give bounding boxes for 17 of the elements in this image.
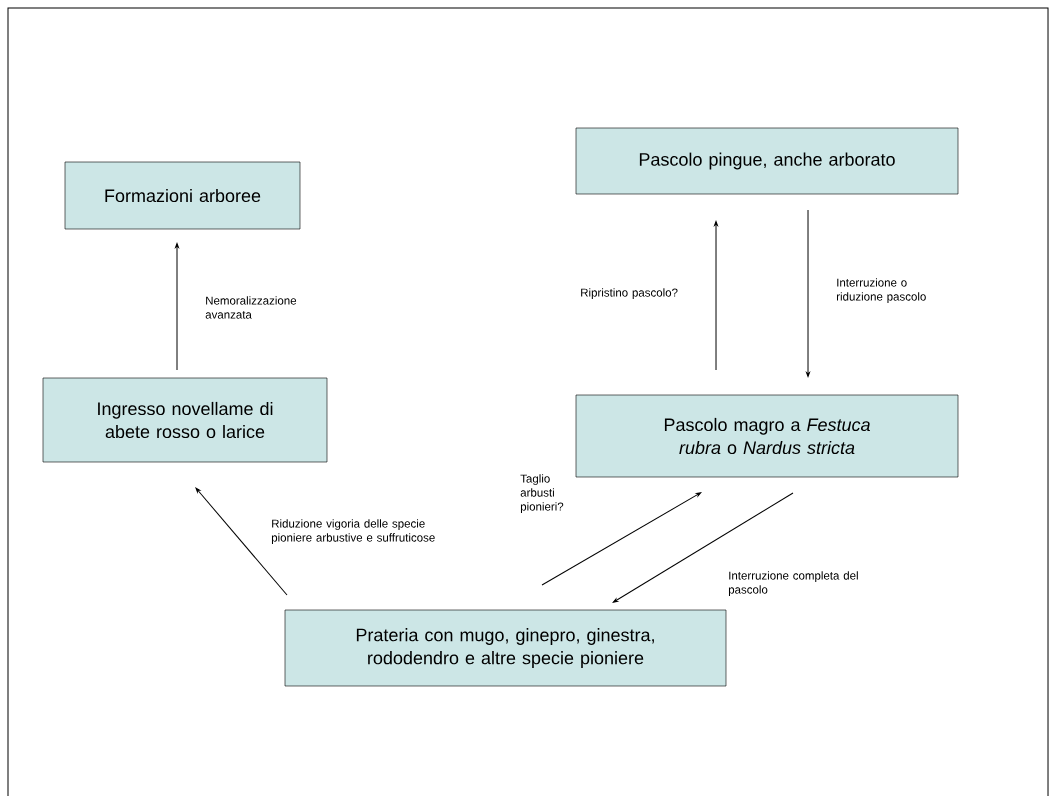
edge-label: Interruzione completa del pascolo: [728, 571, 858, 596]
arrow: [612, 492, 794, 603]
arrow: [195, 487, 288, 596]
process-box: Formazioni arboree: [64, 161, 301, 230]
edge-label: Interruzione o riduzione pascolo: [837, 278, 926, 303]
edge-label: Ripristino pascolo?: [581, 288, 678, 299]
edge-label: Taglio arbusti pionieri?: [520, 474, 564, 513]
edge-label: Nemoralizzazione avanzata: [205, 296, 297, 319]
edge-label: Riduzione vigoria delle specie pioniere arbustive e suffruticose: [271, 519, 435, 544]
process-box: Pascolo magro a Festuca rubra o Nardus stricta: [575, 394, 959, 478]
process-box: Pascolo pingue, anche arborato: [575, 127, 959, 195]
arrow: [175, 243, 179, 371]
arrow: [806, 209, 810, 377]
arrow: [541, 492, 702, 586]
process-box: Prateria con mugo, ginepro, ginestra, rododendro e altre specie pioniere: [284, 609, 727, 687]
arrow: [714, 221, 718, 371]
process-box: Ingresso novellame di abete rosso o larice: [42, 377, 328, 463]
